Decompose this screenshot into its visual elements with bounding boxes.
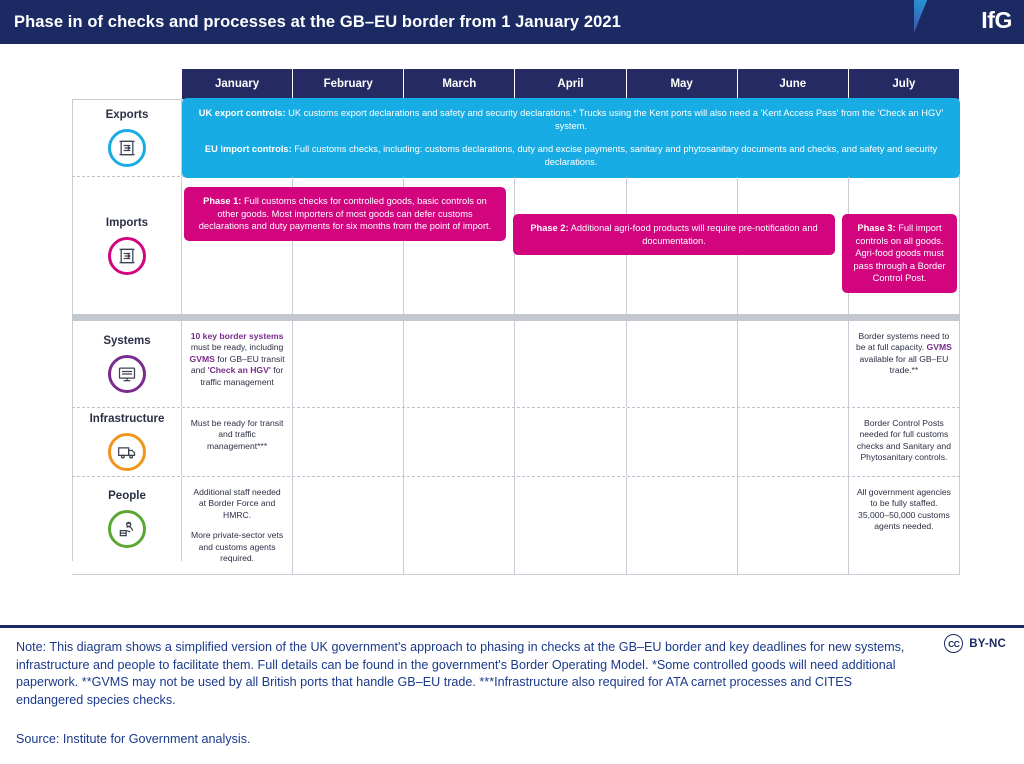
people-cell-march [404, 477, 516, 575]
timeline-grid: January February March April May June Ju… [72, 69, 960, 576]
people-cell-january: Additional staff needed at Border Force … [182, 477, 294, 575]
timeline-chart: January February March April May June Ju… [0, 47, 1024, 576]
uk-export-controls-line: UK export controls: UK customs export de… [192, 107, 950, 133]
infrastructure-cell-may [626, 408, 738, 476]
month-header-january: January [182, 69, 294, 99]
systems-cell-january: 10 key border systems must be ready, inc… [182, 321, 294, 407]
infrastructure-july-note: Border Control Posts needed for full cus… [856, 418, 951, 463]
truck-icon [108, 433, 146, 471]
eu-import-controls-text: Full customs checks, including: customs … [291, 144, 938, 167]
logo-wordmark: IfG [981, 7, 1012, 33]
infrastructure-january-note: Must be ready for transit and traffic ma… [190, 418, 284, 451]
phase-3-lead: Phase 3: [857, 223, 896, 233]
page-header: Phase in of checks and processes at the … [0, 0, 1024, 44]
page-title: Phase in of checks and processes at the … [14, 12, 621, 31]
systems-jan-seg-5: for traffic management [200, 365, 284, 387]
systems-cell-july: Border systems need to be at full capaci… [848, 321, 960, 407]
systems-cell-february [293, 321, 405, 407]
infrastructure-cell-april [515, 408, 627, 476]
phase-1-text: Full customs checks for controlled goods… [198, 196, 492, 231]
phase-2-text: Additional agri-food products will requi… [568, 223, 818, 246]
infrastructure-cell-june [737, 408, 849, 476]
grid-corner [72, 69, 182, 99]
phase-3-text: Full import controls on all goods. Agri-… [853, 223, 946, 283]
border-officer-icon [108, 510, 146, 548]
separator-infrastructure-people [72, 476, 960, 477]
people-cell-july: All government agencies to be fully staf… [848, 477, 960, 575]
row-label-infrastructure-text: Infrastructure [89, 413, 165, 425]
systems-cell-march [404, 321, 516, 407]
grid-bottom-border [72, 574, 960, 576]
row-label-exports: Exports [72, 100, 182, 176]
month-header-june: June [737, 69, 849, 99]
page-footer: Note: This diagram shows a simplified ve… [0, 625, 1024, 764]
phase-1-lead: Phase 1: [203, 196, 242, 206]
systems-july-note: Border systems need to be at full capaci… [849, 321, 959, 387]
row-label-exports-text: Exports [105, 109, 149, 121]
systems-cell-april [515, 321, 627, 407]
header-underline [0, 44, 1024, 47]
month-header-july: July [848, 69, 960, 99]
systems-jan-seg-3: for GB–EU transit and [190, 353, 285, 376]
imports-phases-cell: Phase 1: Full customs checks for control… [182, 177, 960, 314]
cc-licence-text: BY-NC [969, 637, 1006, 650]
row-label-people: People [72, 477, 182, 561]
row-label-systems-text: Systems [103, 335, 151, 347]
row-label-imports-text: Imports [105, 216, 149, 229]
eu-import-controls-line: EU import controls: Full customs checks,… [192, 143, 950, 169]
uk-export-controls-text: UK customs export declarations and safet… [285, 108, 944, 131]
logo-gradient-stripe-icon [914, 0, 931, 44]
imports-phase-2-box: Phase 2: Additional agri-food products w… [513, 214, 835, 255]
people-january-note: Additional staff needed at Border Force … [182, 477, 292, 574]
separator-band-imports-systems [72, 314, 960, 321]
people-cell-april [515, 477, 627, 575]
cc-icon: CC [944, 634, 964, 653]
systems-jan-seg-0: 10 key border systems [190, 331, 284, 341]
footer-divider [0, 625, 1024, 628]
infrastructure-cell-january: Must be ready for transit and traffic ma… [182, 408, 294, 476]
creative-commons-badge: CC BY-NC [944, 634, 1006, 653]
month-header-may: May [626, 69, 738, 99]
row-label-systems: Systems [72, 321, 182, 407]
month-header-march: March [404, 69, 516, 99]
people-cell-may [626, 477, 738, 575]
row-label-people-text: People [108, 490, 146, 502]
systems-jan-seg-2: GVMS [189, 353, 215, 364]
phase-2-lead: Phase 2: [530, 223, 569, 233]
export-document-icon [108, 129, 146, 167]
exports-banner-cell: UK export controls: UK customs export de… [182, 98, 960, 178]
infrastructure-cell-february [293, 408, 405, 476]
infrastructure-cell-march [404, 408, 516, 476]
footer-source: Source: Institute for Government analysi… [16, 732, 251, 746]
row-label-infrastructure: Infrastructure [72, 408, 182, 476]
month-header-february: February [293, 69, 405, 99]
eu-import-controls-lead: EU import controls: [204, 144, 292, 154]
people-cell-february [293, 477, 405, 575]
systems-jul-seg-1: GVMS [926, 342, 952, 353]
row-label-imports: Imports [72, 177, 182, 314]
import-document-icon [108, 236, 146, 275]
systems-jul-seg-2: available for all GB–EU trade.** [859, 353, 949, 376]
systems-january-note: 10 key border systems must be ready, inc… [182, 321, 292, 398]
systems-jan-seg-4: 'Check an HGV' [207, 365, 271, 376]
systems-jan-seg-1: must be ready, including [190, 342, 284, 353]
footer-note: Note: This diagram shows a simplified ve… [16, 640, 905, 707]
systems-cell-may [626, 321, 738, 407]
systems-cell-june [737, 321, 849, 407]
uk-export-controls-lead: UK export controls: [198, 108, 286, 118]
separator-systems-infrastructure [72, 407, 960, 408]
people-january-note-line2: More private-sector vets and customs age… [190, 530, 284, 564]
infrastructure-cell-july: Border Control Posts needed for full cus… [848, 408, 960, 476]
people-cell-june [737, 477, 849, 575]
people-january-note-line1: Additional staff needed at Border Force … [193, 487, 281, 520]
imports-phase-3-box: Phase 3: Full import controls on all goo… [842, 214, 957, 293]
computer-monitor-icon [108, 355, 146, 393]
ifg-logo: IfG [914, 0, 1024, 44]
imports-phase-1-box: Phase 1: Full customs checks for control… [184, 187, 506, 241]
month-header-april: April [515, 69, 627, 99]
systems-jul-seg-0: Border systems need to be at full capaci… [855, 331, 950, 353]
people-july-note: All government agencies to be fully staf… [856, 487, 951, 532]
exports-controls-box: UK export controls: UK customs export de… [182, 98, 960, 178]
